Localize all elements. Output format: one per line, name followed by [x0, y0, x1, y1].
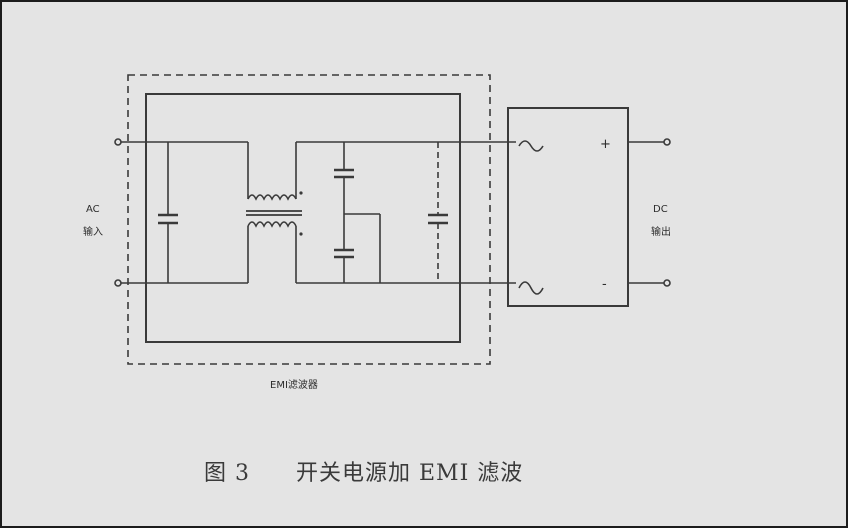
output-terminal-top [663, 138, 671, 146]
output-terminal-bottom [663, 279, 671, 287]
input-label-ac: AC [86, 204, 100, 215]
rectifier-minus: - [602, 277, 607, 292]
caption-title: 开关电源加 EMI 滤波 [296, 461, 523, 486]
filter-box [145, 93, 461, 343]
rectifier-box [507, 107, 629, 307]
ac-input-tilde-bottom-icon [518, 281, 544, 295]
common-mode-choke [246, 194, 302, 228]
caption-figure-number: 图 3 [204, 461, 250, 486]
capacitor-c1 [158, 142, 178, 283]
filter-dashed-enclosure [127, 74, 491, 365]
input-label-chinese: 输入 [83, 225, 103, 238]
capacitor-y-pair [334, 142, 381, 283]
input-terminal-bottom [114, 279, 122, 287]
output-label-chinese: 输出 [651, 225, 671, 238]
choke-dot-bottom [299, 232, 303, 236]
ac-input-tilde-top-icon [518, 140, 544, 152]
filter-label: EMI滤波器 [270, 378, 318, 391]
rectifier-plus: + [600, 137, 611, 152]
input-terminal-top [114, 138, 122, 146]
choke-dot-top [299, 191, 303, 195]
output-label-dc: DC [653, 204, 668, 215]
